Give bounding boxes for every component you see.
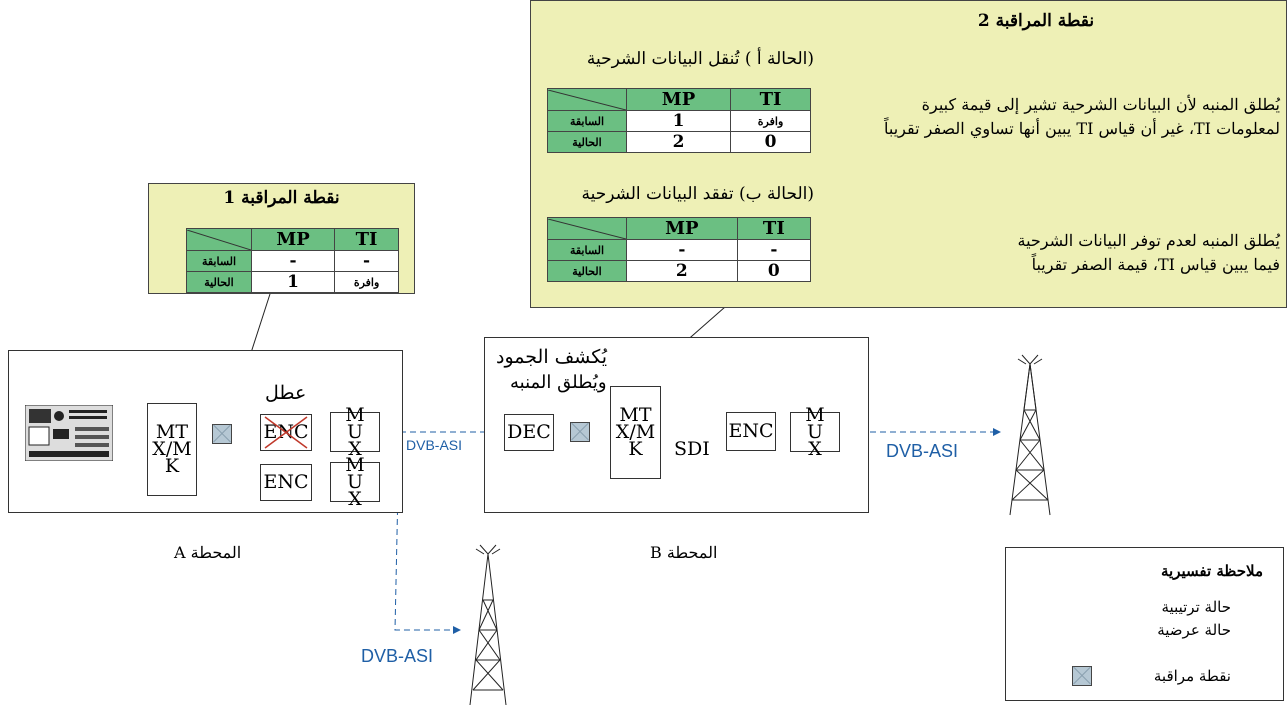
station-a-mux1-label: MUX — [342, 407, 368, 458]
cell-curr-mp: 2 — [627, 132, 731, 153]
case-b-title: (الحالة ب) تفقد البيانات الشرحية — [581, 184, 814, 204]
video-source-device-icon — [25, 405, 113, 461]
checkpoint-1-panel: نقطة المراقبة 1 MP TI السابقة - - الحالي… — [148, 183, 415, 294]
asi-label-bottom: DVB-ASI — [361, 646, 433, 667]
sdi-label: SDI — [674, 438, 710, 460]
asi-label-mid: DVB-ASI — [406, 437, 462, 453]
station-a-mux2-label: MUX — [342, 457, 368, 508]
station-a-label: المحطة A — [174, 543, 241, 562]
transmission-tower-icon — [462, 540, 514, 706]
cell-curr-mp: 2 — [627, 261, 738, 282]
cell-prev-ti: - — [335, 251, 399, 272]
cell-prev-mp: 1 — [627, 111, 731, 132]
row-label-prev: السابقة — [548, 240, 627, 261]
cell-curr-ti: 0 — [731, 132, 811, 153]
fault-label: عطل — [265, 382, 306, 404]
legend-title: ملاحظة تفسيرية — [1161, 562, 1263, 580]
table-corner — [548, 218, 627, 240]
monitoring-point-icon[interactable] — [212, 424, 232, 444]
cell-curr-mp: 1 — [252, 272, 335, 293]
col-ti: TI — [737, 218, 810, 240]
row-label-curr: الحالية — [548, 132, 627, 153]
legend-solid-label: حالة ترتيبية — [1162, 598, 1231, 616]
station-a-mtx: MTX/MK — [147, 403, 197, 496]
station-a-enc2-label: ENC — [263, 474, 308, 491]
case-b-text-1: يُطلق المنبه لعدم توفر البيانات الشرحية — [1017, 231, 1280, 250]
cell-prev-ti: وافرة — [731, 111, 811, 132]
station-b-mtx: MTX/MK — [610, 386, 661, 479]
station-a-mtx-label: MTX/MK — [150, 424, 194, 475]
table-corner — [187, 229, 252, 251]
col-mp: MP — [627, 218, 738, 240]
case-a-title: (الحالة أ ) تُنقل البيانات الشرحية — [587, 49, 814, 69]
checkpoint-2-title: نقطة المراقبة 2 — [911, 11, 1161, 31]
station-a-mux1: MUX — [330, 412, 380, 452]
cell-prev-ti: - — [737, 240, 810, 261]
cell-prev-mp: - — [252, 251, 335, 272]
station-b-enc: ENC — [726, 412, 776, 451]
col-ti: TI — [731, 89, 811, 111]
legend-mp-label: نقطة مراقبة — [1154, 667, 1231, 685]
station-b-dec-label: DEC — [507, 424, 551, 441]
monitoring-point-icon[interactable] — [570, 422, 590, 442]
station-b-mux: MUX — [790, 412, 840, 452]
table-corner — [548, 89, 627, 111]
row-label-prev: السابقة — [187, 251, 252, 272]
row-label-curr: الحالية — [548, 261, 627, 282]
col-mp: MP — [627, 89, 731, 111]
checkpoint-1-title: نقطة المراقبة 1 — [149, 188, 414, 208]
station-a-enc1: ENC — [260, 414, 312, 451]
transmission-tower-icon — [1000, 350, 1060, 518]
checkpoint-1-table: MP TI السابقة - - الحالية 1 وافرة — [186, 228, 399, 293]
station-b-mtx-label: MTX/MK — [614, 407, 658, 458]
col-mp: MP — [252, 229, 335, 251]
case-b-text-2: فيما يبين قياس TI، قيمة الصفر تقريباً — [1032, 255, 1280, 274]
cell-curr-ti: 0 — [737, 261, 810, 282]
row-label-prev: السابقة — [548, 111, 627, 132]
legend-dashed-label: حالة عرضية — [1157, 621, 1231, 639]
detect-label-1: يُكشف الجمود — [496, 346, 607, 368]
case-a-text-2: لمعلومات TI، غير أن قياس TI يبين أنها تس… — [884, 119, 1280, 138]
row-label-curr: الحالية — [187, 272, 252, 293]
station-b-enc-label: ENC — [728, 423, 773, 440]
fault-cross-icon — [261, 415, 311, 450]
case-b-table: MP TI السابقة - - الحالية 2 0 — [547, 217, 811, 282]
station-a-enc2: ENC — [260, 464, 312, 501]
station-b-label: المحطة B — [650, 543, 717, 562]
station-b-dec: DEC — [504, 414, 554, 451]
cell-prev-mp: - — [627, 240, 738, 261]
cell-curr-ti: وافرة — [335, 272, 399, 293]
asi-label-right: DVB-ASI — [886, 441, 958, 462]
station-a-mux2: MUX — [330, 462, 380, 502]
checkpoint-2-panel: نقطة المراقبة 2 (الحالة أ ) تُنقل البيان… — [530, 0, 1287, 308]
case-a-table: MP TI السابقة 1 وافرة الحالية 2 0 — [547, 88, 811, 153]
detect-label-2: ويُطلق المنبه — [510, 372, 607, 393]
monitoring-point-icon — [1072, 666, 1092, 686]
case-a-text-1: يُطلق المنبه لأن البيانات الشرحية تشير إ… — [922, 95, 1280, 114]
station-b-mux-label: MUX — [802, 407, 828, 458]
col-ti: TI — [335, 229, 399, 251]
